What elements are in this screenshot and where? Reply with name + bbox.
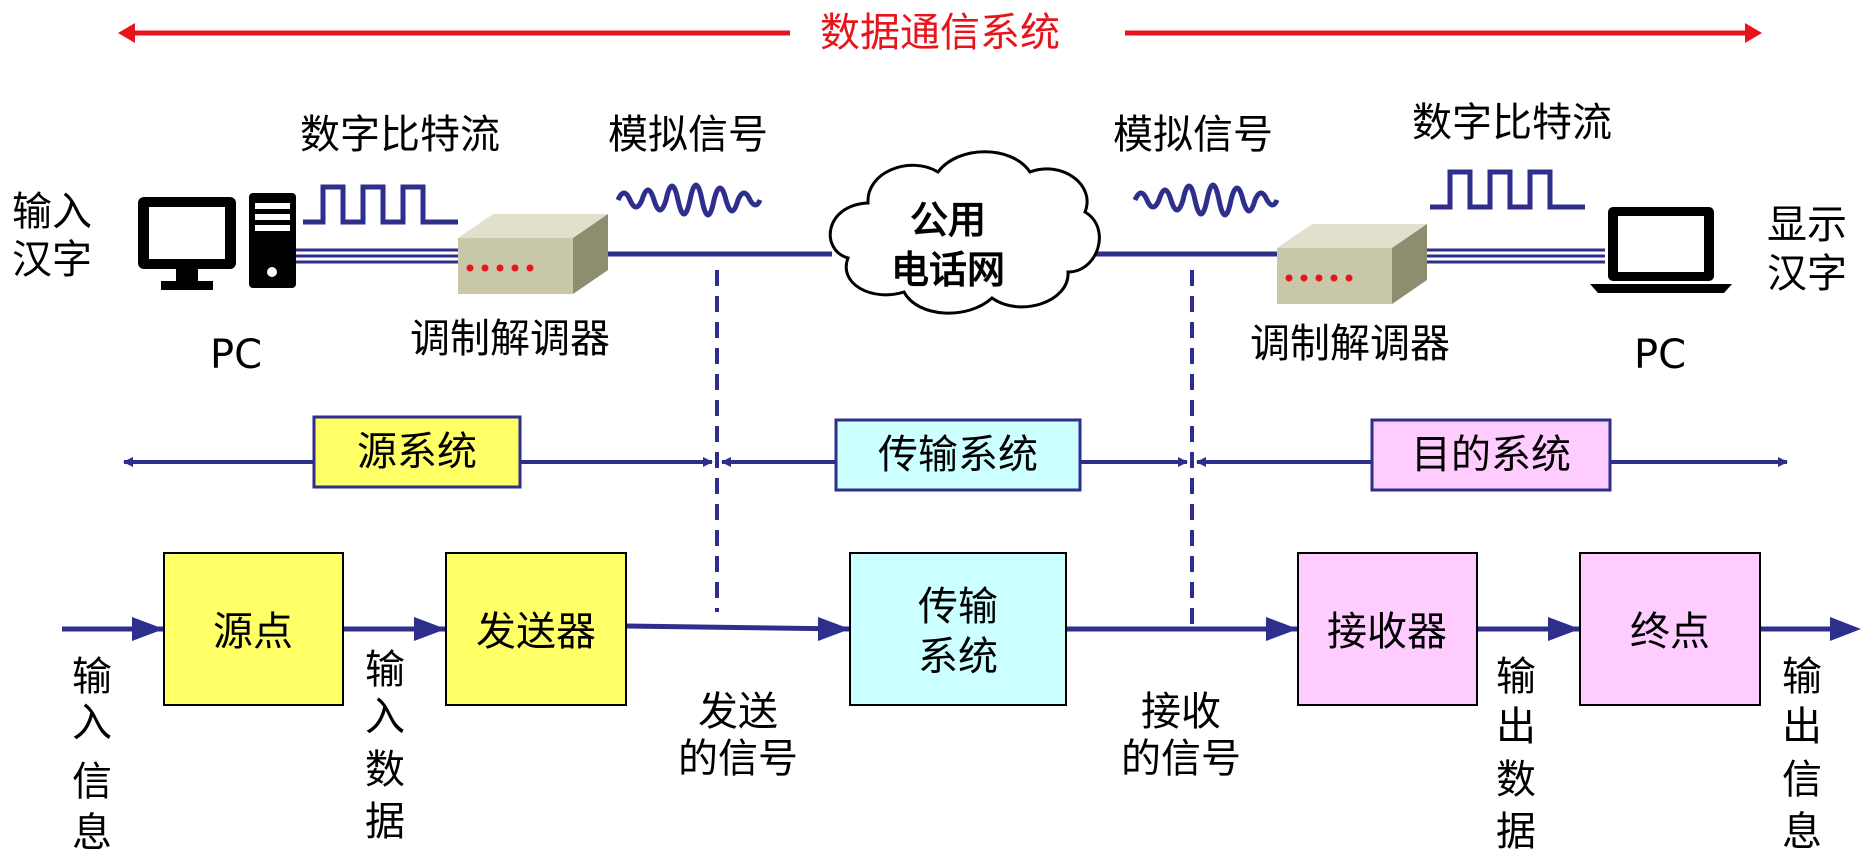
destination-system-label: 目的系统 bbox=[1411, 432, 1571, 478]
input-info-char: 输 bbox=[72, 654, 112, 700]
modem-left-icon bbox=[458, 214, 608, 294]
cloud-label-1: 公用 bbox=[910, 198, 986, 242]
output-info-char: 息 bbox=[1782, 809, 1822, 855]
page-title: 数据通信系统 bbox=[820, 10, 1060, 56]
sent-signal-label-2: 的信号 bbox=[678, 736, 798, 782]
output-data-label: 输 出 数 据 bbox=[1496, 654, 1536, 855]
output-info-char: 信 bbox=[1782, 757, 1822, 803]
input-label-1: 输入 bbox=[12, 189, 92, 235]
flow-arrows bbox=[62, 617, 1861, 641]
transmitter-label: 发送器 bbox=[476, 609, 596, 655]
input-label-2: 汉字 bbox=[12, 237, 92, 283]
source-point-label: 源点 bbox=[213, 609, 293, 655]
transmission-block-label-1: 传输 bbox=[918, 584, 998, 630]
title-arrow bbox=[118, 23, 1762, 43]
input-data-char: 据 bbox=[365, 799, 405, 845]
transmission-system-label: 传输系统 bbox=[878, 432, 1038, 478]
received-signal-label-1: 接收 bbox=[1141, 689, 1221, 735]
output-data-char: 输 bbox=[1496, 654, 1536, 700]
input-data-char: 入 bbox=[365, 694, 405, 740]
analog-right-label: 模拟信号 bbox=[1113, 112, 1273, 158]
cable-right bbox=[1427, 248, 1605, 264]
desktop-monitor-icon bbox=[138, 197, 236, 290]
bitstream-left-wave bbox=[303, 184, 458, 225]
input-info-label: 输 入 信 息 bbox=[72, 654, 112, 856]
output-info-label: 输 出 信 息 bbox=[1782, 654, 1822, 855]
destination-system-box bbox=[1370, 418, 1612, 492]
destination-point-box bbox=[1579, 552, 1761, 706]
modem-right-label: 调制解调器 bbox=[1250, 321, 1450, 367]
destination-point-label: 终点 bbox=[1630, 609, 1710, 655]
laptop-icon bbox=[1590, 207, 1732, 293]
output-data-char: 出 bbox=[1496, 704, 1536, 750]
pc-right-label: PC bbox=[1634, 332, 1686, 378]
cloud-label-2: 电话网 bbox=[891, 248, 1005, 292]
cable-left bbox=[296, 248, 470, 264]
received-signal-label-2: 的信号 bbox=[1121, 736, 1241, 782]
output-info-char: 输 bbox=[1782, 654, 1822, 700]
modem-right-icon bbox=[1277, 224, 1427, 304]
public-phone-network-cloud bbox=[828, 150, 1101, 315]
transmitter-box bbox=[445, 552, 627, 706]
bitstream-right-label: 数字比特流 bbox=[1412, 100, 1612, 146]
input-data-char: 数 bbox=[365, 747, 405, 793]
sent-signal-label-1: 发送 bbox=[698, 689, 778, 735]
source-system-box bbox=[312, 415, 522, 489]
modem-left-label: 调制解调器 bbox=[410, 316, 610, 362]
receiver-box bbox=[1297, 552, 1478, 706]
input-data-char: 输 bbox=[365, 647, 405, 693]
transmission-block-box bbox=[849, 552, 1067, 706]
input-info-char: 信 bbox=[72, 759, 112, 805]
analog-left-label: 模拟信号 bbox=[608, 112, 768, 158]
bitstream-right-wave bbox=[1430, 169, 1585, 210]
source-system-label: 源系统 bbox=[357, 429, 477, 475]
pc-tower-icon bbox=[249, 193, 296, 288]
output-data-char: 数 bbox=[1496, 757, 1536, 803]
transmission-system-box bbox=[834, 418, 1082, 492]
output-data-char: 据 bbox=[1496, 809, 1536, 855]
input-info-char: 入 bbox=[72, 700, 112, 746]
receiver-label: 接收器 bbox=[1327, 609, 1447, 655]
transmission-block-label-2: 系统 bbox=[918, 634, 998, 680]
input-data-label: 输 入 数 据 bbox=[365, 647, 405, 845]
input-info-char: 息 bbox=[72, 810, 112, 856]
analog-left-wave bbox=[615, 182, 763, 218]
pc-left-label: PC bbox=[210, 332, 262, 378]
source-point-box bbox=[163, 552, 344, 706]
output-label-1: 显示 bbox=[1767, 202, 1847, 248]
output-label-2: 汉字 bbox=[1767, 251, 1847, 297]
analog-right-wave bbox=[1132, 182, 1280, 218]
output-info-char: 出 bbox=[1782, 704, 1822, 750]
bitstream-left-label: 数字比特流 bbox=[300, 112, 500, 158]
